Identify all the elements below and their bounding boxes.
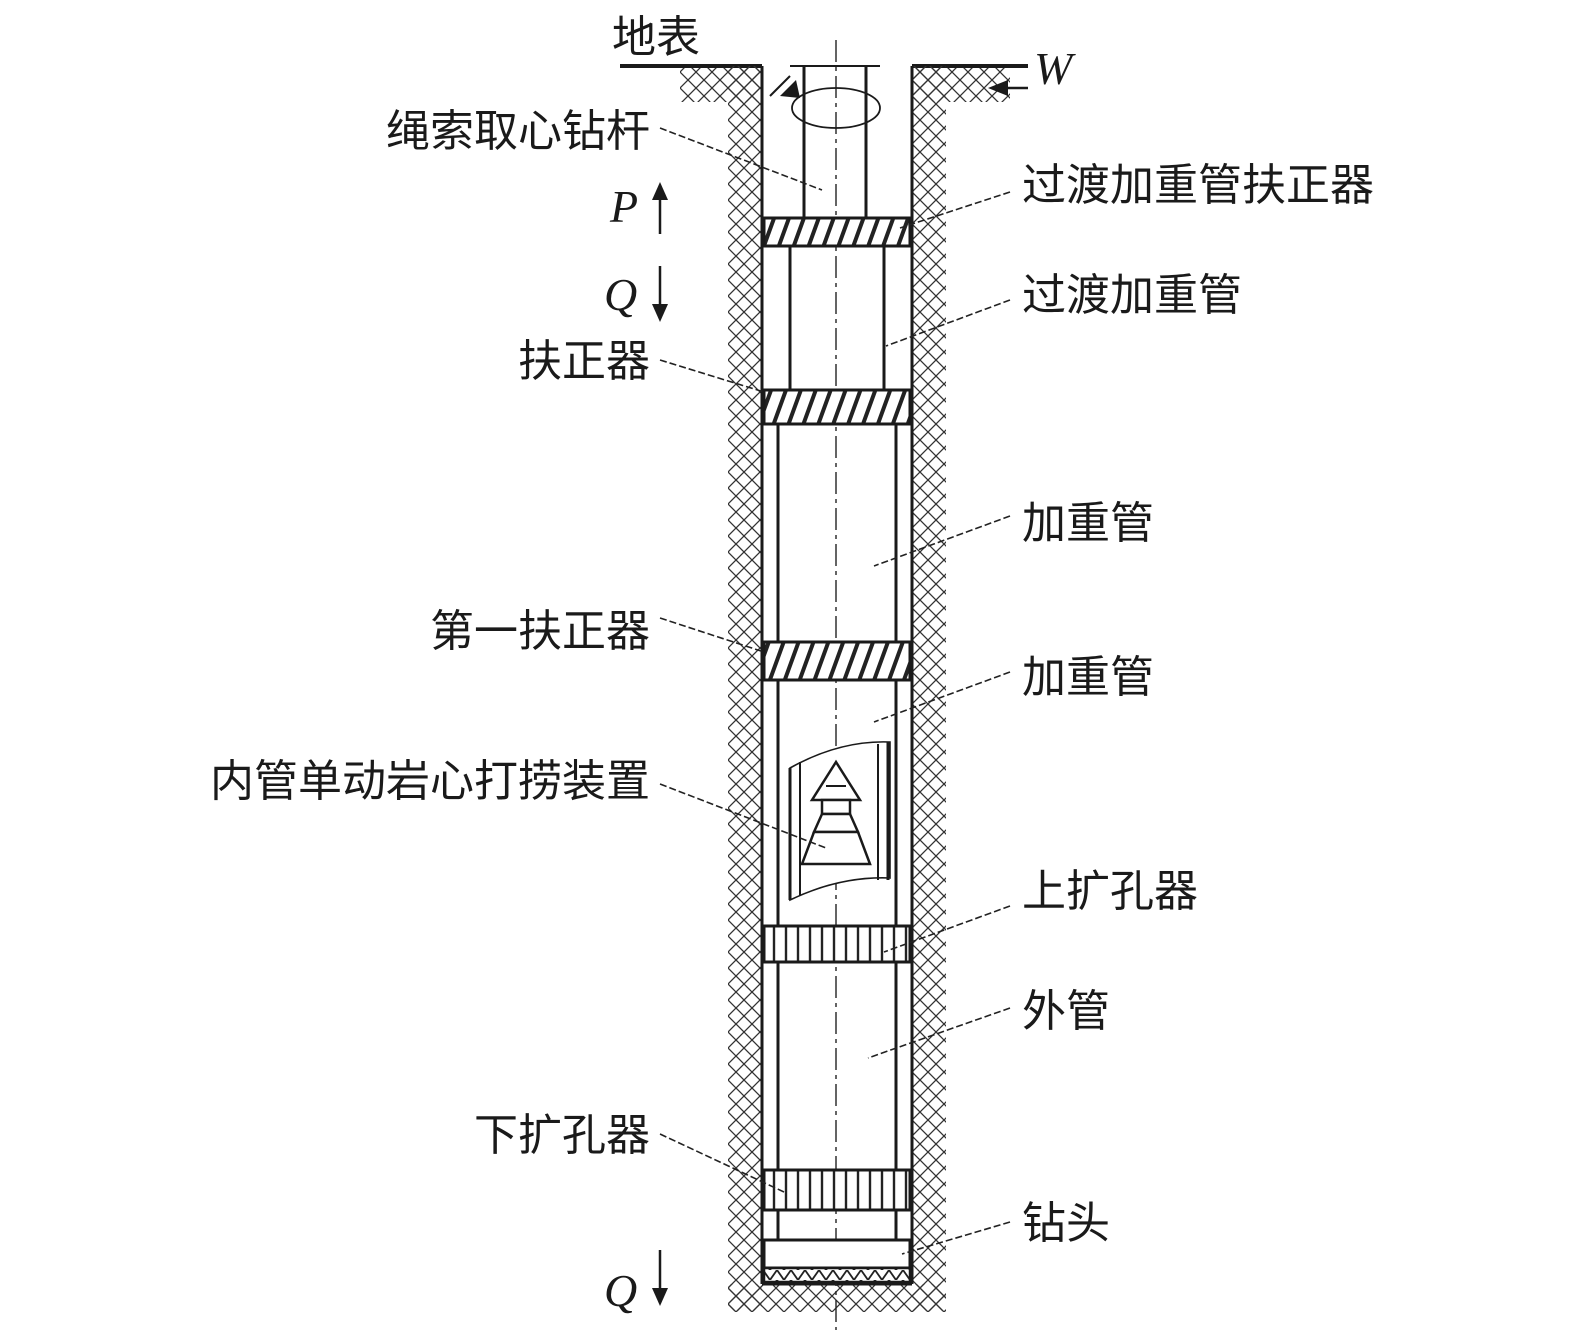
force-label-p: P xyxy=(609,181,638,232)
label-drill-bit: 钻头 xyxy=(1022,1198,1110,1249)
label-outer-tube: 外管 xyxy=(1022,986,1110,1037)
transition-stabilizer xyxy=(762,216,912,248)
label-core-retrieval-device: 内管单动岩心打捞装置 xyxy=(210,756,650,807)
heavy-pipe-2 xyxy=(776,680,898,926)
lower-reamer xyxy=(762,1168,912,1212)
outer-tube xyxy=(776,962,898,1170)
force-label-q-upper: Q xyxy=(604,269,637,320)
label-wireline-drill-rod: 绳索取心钻杆 xyxy=(386,106,650,157)
label-transition-heavy-pipe: 过渡加重管 xyxy=(1022,270,1242,321)
force-arrows xyxy=(652,80,1028,1306)
label-stabilizer: 扶正器 xyxy=(518,336,650,387)
borehole-wall xyxy=(728,66,946,1312)
surface-label: 地表 xyxy=(612,12,700,63)
first-stabilizer xyxy=(762,640,912,682)
ground-surface xyxy=(620,64,1028,102)
label-heavy-pipe-1: 加重管 xyxy=(1022,498,1154,549)
leader-lines xyxy=(659,127,1011,1255)
stabilizer xyxy=(762,388,912,426)
label-heavy-pipe-2: 加重管 xyxy=(1022,652,1154,703)
transition-heavy-pipe xyxy=(788,246,886,390)
heavy-pipe-1 xyxy=(776,424,898,642)
label-first-stabilizer: 第一扶正器 xyxy=(430,606,650,657)
drill-bit xyxy=(762,1210,912,1284)
force-label-q-bottom: Q xyxy=(604,1265,637,1316)
label-lower-reamer: 下扩孔器 xyxy=(474,1110,650,1161)
wireline-drill-rod xyxy=(769,65,881,218)
core-retrieval-device xyxy=(788,741,891,902)
label-transition-stabilizer: 过渡加重管扶正器 xyxy=(1022,160,1374,211)
label-upper-reamer: 上扩孔器 xyxy=(1022,866,1198,917)
upper-reamer xyxy=(762,924,912,964)
force-label-w: W xyxy=(1034,43,1076,94)
